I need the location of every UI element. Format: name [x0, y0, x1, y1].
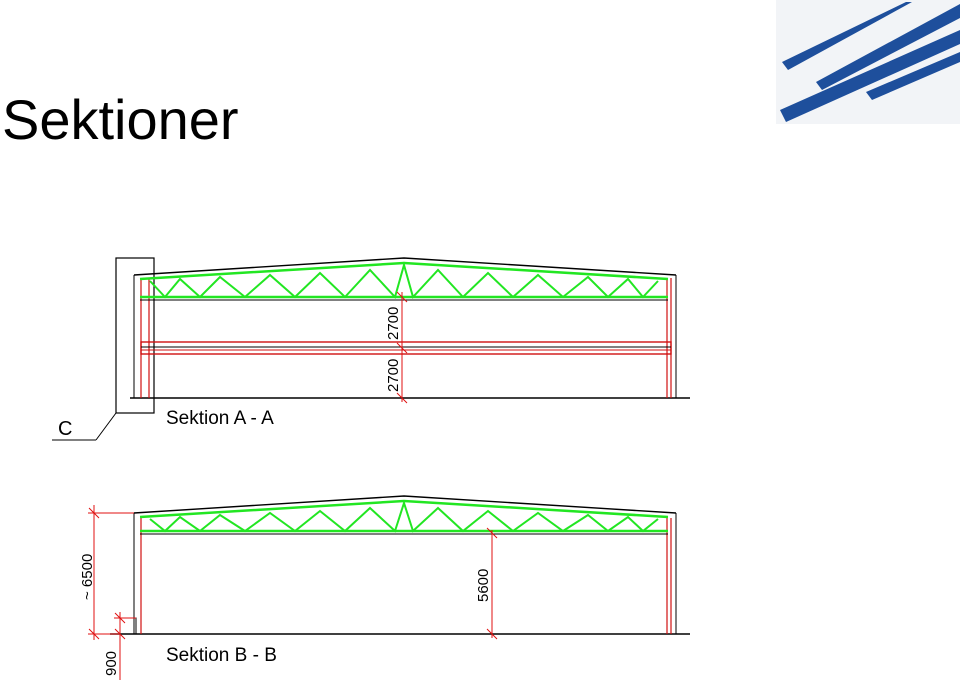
roof-line [133, 257, 677, 276]
page-title: Sektioner [2, 88, 239, 151]
mezzanine-deck [140, 341, 672, 355]
section-bb: 5600 ~ 6500 900 Sektion B - B [79, 495, 690, 680]
truss-web [149, 261, 659, 299]
dimension-total-label: ~ 6500 [79, 554, 96, 600]
dimension-base-tick-top [114, 612, 126, 624]
detail-callout-box [115, 257, 155, 414]
detail-callout-label: C [58, 418, 72, 440]
dimension-tick-mid [396, 342, 408, 354]
dimension-base-tick-bottom [114, 628, 126, 640]
dimension-tick-bottom [396, 392, 408, 404]
section-bb-label: Sektion B - B [166, 645, 277, 666]
dimension-lower-label: 2700 [385, 359, 402, 392]
dimension-tick-top [396, 291, 408, 303]
roof-line-bb [133, 495, 677, 514]
section-aa-label: Sektion A - A [166, 408, 274, 429]
dimension-tick-bb-top [486, 527, 498, 539]
callout-leader [95, 412, 117, 441]
section-aa: C 2700 2700 Sektion A - A [52, 257, 690, 441]
dimension-base-label: 900 [103, 651, 120, 676]
dimension-upper-label: 2700 [385, 307, 402, 340]
dimension-tick-bb-bottom [486, 628, 498, 640]
dimension-clear-label: 5600 [475, 569, 492, 602]
brand-stripes-logo-icon [776, 0, 960, 124]
truss-web-bb [149, 499, 659, 533]
dimension-total-tick-top [88, 507, 100, 519]
